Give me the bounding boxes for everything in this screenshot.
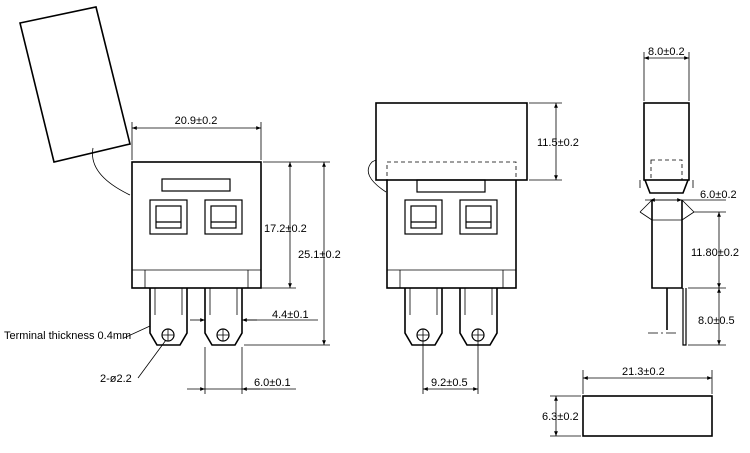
- dim-cap-thickness-text: 6.3±0.2: [542, 411, 579, 423]
- front2-terminal-left: [404, 288, 443, 394]
- front-terminal-right: [204, 288, 243, 346]
- front-view-with-cap: 9.2±0.5 11.5±0.2: [367, 102, 579, 394]
- dim-side-pin-height: 8.0±0.5: [688, 288, 735, 346]
- front-cap-detached: [19, 6, 131, 196]
- note-terminal-thickness-text: Terminal thickness 0.4mm: [4, 330, 131, 342]
- dim-terminal-width-text: 4.4±0.1: [272, 309, 309, 321]
- dim-side-body-height: 11.80±0.2: [688, 211, 739, 289]
- front2-cap: [375, 102, 528, 181]
- dim-side-step: 6.0±0.2: [645, 189, 737, 202]
- dim-pitch: 9.2±0.5: [423, 377, 478, 391]
- front2-terminal-right: [459, 288, 498, 394]
- dim-side-pin-height-text: 8.0±0.5: [698, 315, 735, 327]
- front2-right-button: [459, 199, 498, 235]
- dim-side-step-text: 6.0±0.2: [700, 189, 737, 201]
- dim-terminal-gap: 6.0±0.1: [187, 347, 296, 394]
- front2-left-button: [404, 199, 443, 235]
- front-body: [131, 161, 262, 289]
- dim-front-body-height-text: 17.2±0.2: [264, 223, 307, 235]
- front-terminal-left: [149, 288, 188, 346]
- front-left-button: [149, 199, 188, 235]
- dim-cap-height-text: 11.5±0.2: [537, 137, 579, 149]
- dim-terminal-width: 4.4±0.1: [190, 309, 318, 325]
- front-right-button: [204, 199, 243, 235]
- dim-front-total-height-text: 25.1±0.2: [298, 249, 341, 261]
- note-hole-diameter: 2-ø2.2: [100, 339, 167, 385]
- dim-side-width-text: 8.0±0.2: [648, 46, 685, 58]
- dim-front-width: 20.9±0.2: [131, 115, 262, 160]
- dim-pitch-text: 9.2±0.5: [431, 377, 468, 389]
- dim-side-width: 8.0±0.2: [643, 46, 690, 101]
- dim-cap-height: 11.5±0.2: [529, 102, 579, 181]
- side-view: 8.0±0.2 6.0±0.2 11.80±0.2 8.0±0.5: [639, 46, 739, 346]
- dim-cap-width: 21.3±0.2: [582, 366, 713, 394]
- dim-cap-width-text: 21.3±0.2: [622, 366, 665, 378]
- note-hole-diameter-text: 2-ø2.2: [100, 373, 132, 385]
- dim-cap-thickness: 6.3±0.2: [542, 395, 581, 437]
- cap-bottom-rect: [582, 395, 713, 437]
- dim-terminal-gap-text: 6.0±0.1: [254, 377, 291, 389]
- front-view: 20.9±0.2 17.2±0.2 25.1±0.2 4.4±0.1: [4, 6, 341, 394]
- dim-front-width-text: 20.9±0.2: [175, 115, 218, 127]
- dim-side-body-height-text: 11.80±0.2: [691, 247, 739, 259]
- dim-front-body-height: 17.2±0.2: [250, 161, 307, 289]
- note-terminal-thickness: Terminal thickness 0.4mm: [4, 325, 151, 342]
- cap-bottom-view: 21.3±0.2 6.3±0.2: [542, 366, 713, 437]
- dim-front-total-height: 25.1±0.2: [244, 161, 341, 346]
